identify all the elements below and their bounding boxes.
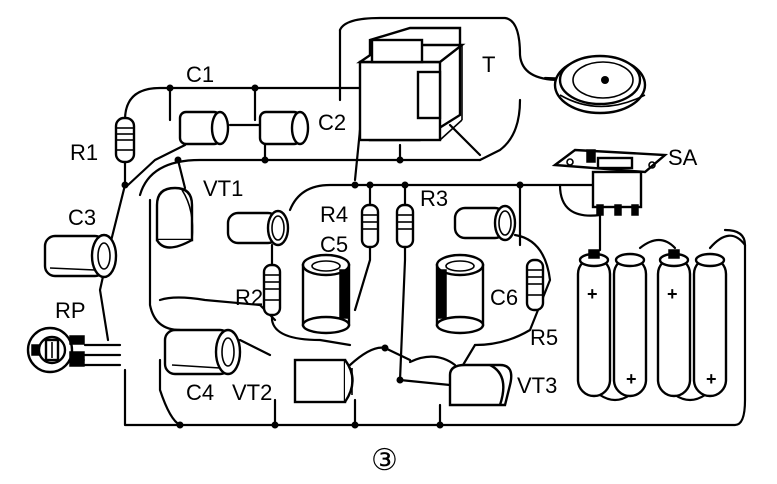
battery-3: + [656, 249, 692, 398]
label-c1: C1 [186, 62, 214, 87]
battery-1-plus-sign: + [587, 284, 598, 304]
battery-1: + [576, 249, 612, 398]
junction-dot [381, 344, 389, 352]
vt1-rail-wire [288, 183, 602, 212]
resistor-r4 [360, 203, 380, 249]
figure-number: ③ [371, 443, 398, 478]
junction-dot [166, 84, 174, 92]
capacitor-right-top [453, 204, 517, 242]
transformer-lead-c [448, 123, 482, 157]
label-c3: C3 [68, 205, 96, 230]
battery-2: + [612, 252, 648, 398]
capacitor-c5 [301, 253, 351, 335]
c4-top-wire [158, 296, 277, 322]
battery-3-plus-sign: + [667, 284, 678, 304]
label-r1: R1 [70, 140, 98, 165]
capacitor-c6 [435, 253, 485, 335]
resistor-r5 [525, 258, 545, 312]
transistor-vt2 [293, 358, 354, 404]
speaker-return-wire [478, 98, 522, 162]
label-c5: C5 [320, 232, 348, 257]
junction-dot [271, 421, 279, 429]
label-sa: SA [668, 145, 698, 170]
battery-4: + [692, 252, 728, 398]
transistor-vt1 [226, 209, 290, 247]
label-c6: C6 [490, 285, 518, 310]
battery-link-2 [638, 238, 677, 250]
junction-dot [436, 421, 444, 429]
transformer-top-wire [338, 16, 562, 82]
vt3-to-mid-wire [408, 355, 457, 367]
r5-c6-wire [473, 233, 552, 347]
resistor-r3 [395, 203, 415, 249]
speaker [553, 54, 647, 115]
transistor-vt3 [448, 363, 513, 407]
junction-dot [251, 84, 259, 92]
label-r3: R3 [420, 186, 448, 211]
capacitor-c1 [178, 110, 230, 146]
mid-rail-wire [138, 158, 482, 197]
c1-to-r1-wire [126, 143, 187, 187]
battery-4-plus-sign: + [706, 369, 717, 389]
label-t: T [482, 52, 495, 77]
label-c2: C2 [318, 110, 346, 135]
r2-wire [270, 243, 352, 347]
transformer-t [356, 26, 466, 142]
capacitor-c3 [43, 233, 118, 279]
junction-dot [396, 156, 404, 164]
label-vt1: VT1 [203, 176, 243, 201]
junction-dot [351, 421, 359, 429]
junction-dots [121, 84, 524, 429]
battery-2-plus-sign: + [626, 369, 637, 389]
junction-dot [176, 421, 184, 429]
capacitor-c2 [258, 110, 310, 146]
resistor-r1 [114, 116, 136, 164]
component-labels: C1 C2 R1 T SA VT1 R4 R3 C5 C3 R2 C6 RP R… [55, 52, 698, 405]
label-rp: RP [55, 298, 86, 323]
junction-dot [121, 181, 129, 189]
potentiometer-rp[interactable] [26, 326, 85, 374]
junction-dot [351, 181, 359, 189]
resistor-r2 [262, 263, 282, 317]
junction-dot [396, 376, 404, 384]
vt-drop-left [176, 158, 187, 190]
sa-switch-wire [558, 183, 602, 217]
label-r5: R5 [530, 325, 558, 350]
label-r4: R4 [320, 202, 348, 227]
capacitor-c4 [163, 328, 242, 376]
junction-dot [516, 181, 524, 189]
capacitor-block [155, 186, 194, 249]
label-r2: R2 [235, 285, 263, 310]
label-c4: C4 [186, 380, 214, 405]
junction-dot [401, 181, 409, 189]
junction-dot [261, 156, 269, 164]
top-rail-wire [123, 86, 362, 122]
battery-link-4 [708, 234, 747, 250]
switch-sa[interactable] [551, 148, 669, 216]
bottom-rail-wire [123, 228, 747, 427]
junction-dot [174, 156, 182, 164]
label-vt3: VT3 [517, 373, 557, 398]
c4-right-wire [238, 338, 272, 357]
vt3-base-wire [398, 378, 452, 387]
junction-dot [366, 181, 374, 189]
label-vt2: VT2 [232, 380, 272, 405]
